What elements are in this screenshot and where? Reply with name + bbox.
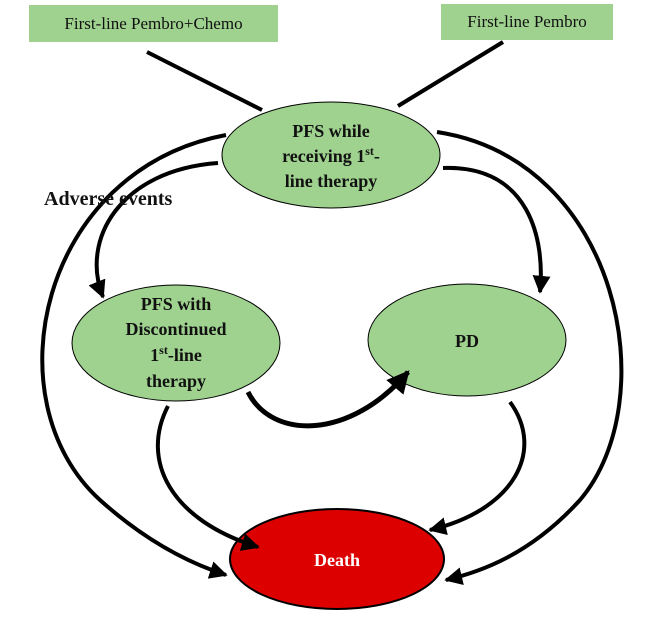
entry-box-pembro-label: First-line Pembro [467, 12, 587, 31]
state-pfs-discontinued [71, 284, 281, 402]
entry-box-pembro-chemo-label: First-line Pembro+Chemo [64, 13, 243, 33]
entry-box-pembro-chemo: First-line Pembro+Chemo [29, 5, 278, 42]
death-label: Death [314, 550, 360, 570]
arrow-discontinued-to-pd [245, 370, 410, 429]
pfs-discontinued-line1: PFS with [141, 294, 212, 314]
pd-label: PD [455, 331, 479, 351]
entry-box-pembro: First-line Pembro [441, 4, 613, 40]
pfs-on-treatment-line3: line therapy [285, 171, 378, 191]
state-death [229, 508, 445, 610]
state-pd [367, 283, 567, 397]
arrow-pfs-to-death-left [40, 133, 228, 579]
arrow-pfs-to-death-right [436, 130, 624, 586]
pfs-discontinued-line4: therapy [146, 371, 206, 391]
pfs-on-treatment-line1: PFS while [292, 121, 370, 141]
adverse-events-label: Adverse events [44, 188, 173, 210]
entry-line-pembro [396, 40, 505, 108]
arrow-discontinued-to-death [155, 405, 260, 551]
arrow-pfs-to-discontinued [88, 161, 219, 299]
state-pfs-on-treatment [221, 101, 441, 209]
pfs-on-treatment-line2: receiving 1st- [282, 144, 380, 166]
pfs-discontinued-line3: 1st-line [150, 343, 202, 365]
arrow-pd-to-death [428, 400, 527, 536]
pfs-discontinued-line2: Discontinued [125, 319, 226, 339]
entry-line-pembro-chemo [146, 50, 263, 112]
arrow-pfs-to-pd [442, 165, 551, 294]
